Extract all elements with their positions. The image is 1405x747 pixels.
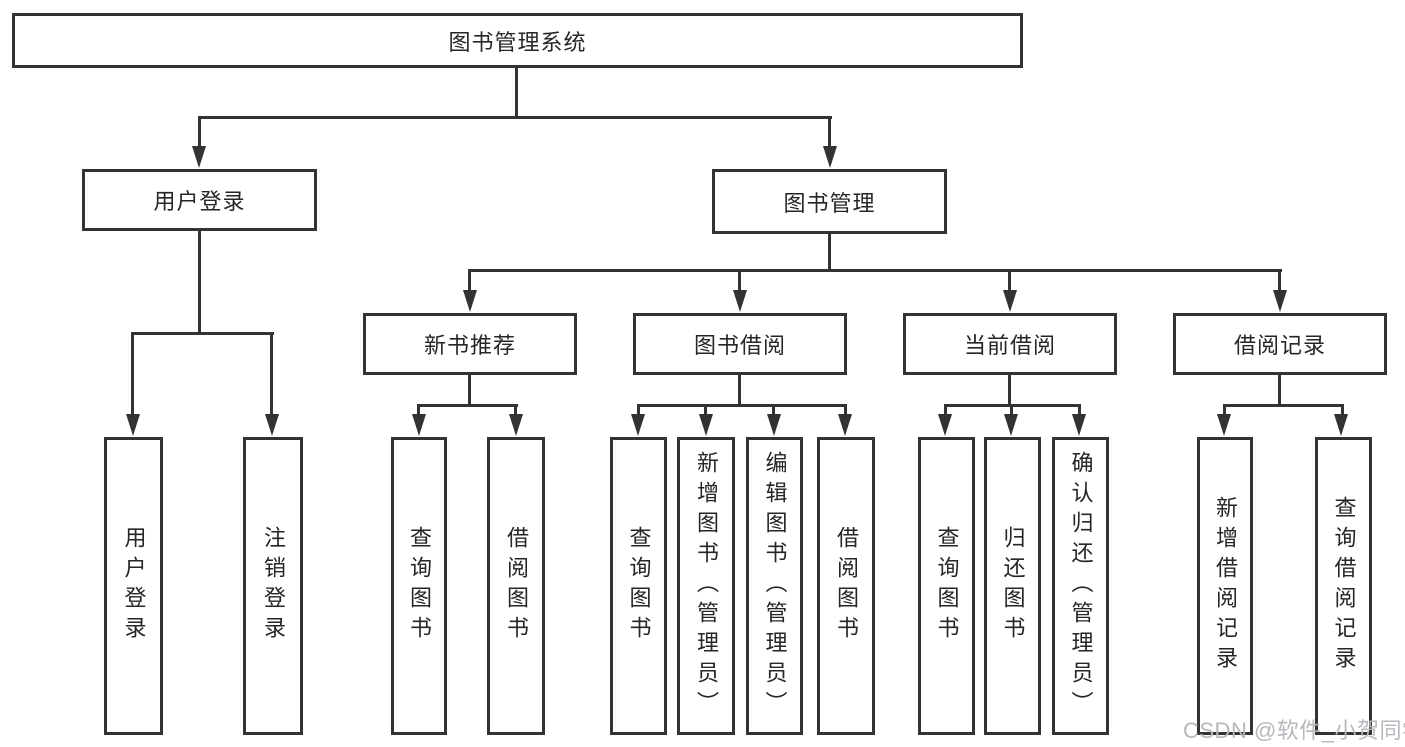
- connector-line: [417, 404, 420, 416]
- arrow-down-icon: [838, 414, 852, 436]
- connector-line: [1078, 404, 1081, 416]
- connector-line: [1010, 404, 1013, 416]
- node-library-management-system: 图书管理系统: [12, 13, 1023, 68]
- connector-line: [198, 229, 201, 335]
- connector-line: [637, 404, 640, 416]
- node-label: 确认归还（管理员）: [1068, 451, 1094, 721]
- leaf-confirm-return-admin: 确认归还（管理员）: [1052, 437, 1109, 735]
- node-current-borrowing: 当前借阅: [903, 313, 1117, 375]
- leaf-query-books-recommend: 查询图书: [391, 437, 447, 735]
- leaf-user-login: 用户登录: [104, 437, 163, 735]
- connector-line: [637, 404, 847, 407]
- arrow-down-icon: [1273, 290, 1287, 312]
- node-label: 归还图书: [1000, 526, 1026, 646]
- arrow-down-icon: [733, 290, 747, 312]
- node-label: 查询图书: [626, 526, 652, 646]
- arrow-down-icon: [699, 414, 713, 436]
- arrow-down-icon: [631, 414, 645, 436]
- arrow-down-icon: [126, 414, 140, 436]
- node-book-borrowing: 图书借阅: [633, 313, 847, 375]
- connector-line: [1008, 269, 1011, 295]
- node-label: 当前借阅: [963, 333, 1056, 358]
- node-label: 查询图书: [407, 526, 432, 646]
- node-label: 查询借阅记录: [1331, 496, 1357, 676]
- leaf-logout: 注销登录: [243, 437, 303, 735]
- connector-line: [1278, 269, 1281, 295]
- leaf-query-books-current: 查询图书: [918, 437, 975, 735]
- connector-line: [738, 269, 741, 295]
- leaf-edit-book-admin: 编辑图书（管理员）: [746, 437, 803, 735]
- leaf-return-books: 归还图书: [984, 437, 1041, 735]
- node-label: 新书推荐: [423, 333, 516, 358]
- node-label: 图书管理系统: [448, 29, 587, 55]
- node-label: 借阅记录: [1233, 333, 1326, 358]
- connector-line: [468, 269, 1282, 272]
- arrow-down-icon: [938, 414, 952, 436]
- node-user-login: 用户登录: [82, 169, 317, 231]
- node-label: 借阅图书: [504, 526, 529, 646]
- connector-line: [1223, 404, 1226, 416]
- node-label: 借阅图书: [834, 526, 859, 646]
- arrow-down-icon: [1334, 414, 1348, 436]
- arrow-down-icon: [192, 146, 206, 168]
- connector-line: [772, 404, 775, 416]
- connector-line: [131, 332, 274, 335]
- connector-line: [738, 375, 741, 406]
- connector-line: [270, 332, 273, 417]
- node-label: 用户登录: [153, 189, 246, 214]
- arrow-down-icon: [823, 146, 837, 168]
- connector-line: [515, 66, 518, 118]
- csdn-watermark: CSDN @软件_小贺同学: [1183, 718, 1405, 743]
- connector-line: [704, 404, 707, 416]
- connector-line: [828, 231, 831, 272]
- node-label: 编辑图书（管理员）: [762, 451, 788, 721]
- connector-line: [1223, 404, 1343, 407]
- leaf-query-borrow-record: 查询借阅记录: [1315, 437, 1372, 735]
- node-label: 图书借阅: [693, 333, 786, 358]
- connector-line: [514, 404, 517, 416]
- connector-line: [1008, 375, 1011, 406]
- connector-line: [417, 404, 518, 407]
- connector-line: [131, 332, 134, 417]
- connector-line: [844, 404, 847, 416]
- leaf-query-books-borrowing: 查询图书: [610, 437, 667, 735]
- node-label: 用户登录: [121, 526, 147, 646]
- arrow-down-icon: [463, 290, 477, 312]
- node-label: 注销登录: [261, 526, 286, 646]
- node-label: 查询图书: [934, 526, 960, 646]
- connector-line: [468, 269, 471, 295]
- arrow-down-icon: [1217, 414, 1231, 436]
- node-new-book-recommend: 新书推荐: [363, 313, 577, 375]
- connector-line: [198, 116, 201, 150]
- node-label: 新增图书（管理员）: [694, 451, 719, 721]
- leaf-borrow-books-recommend: 借阅图书: [487, 437, 545, 735]
- connector-line: [1341, 404, 1344, 416]
- node-borrowing-records: 借阅记录: [1173, 313, 1387, 375]
- node-book-management: 图书管理: [712, 169, 947, 234]
- arrow-down-icon: [1003, 290, 1017, 312]
- connector-line: [1278, 375, 1281, 406]
- arrow-down-icon: [509, 414, 523, 436]
- leaf-add-book-admin: 新增图书（管理员）: [677, 437, 735, 735]
- leaf-add-borrow-record: 新增借阅记录: [1197, 437, 1253, 735]
- arrow-down-icon: [412, 414, 426, 436]
- connector-line: [828, 116, 831, 150]
- arrow-down-icon: [265, 414, 279, 436]
- leaf-borrow-books-borrowing: 借阅图书: [817, 437, 875, 735]
- arrow-down-icon: [1004, 414, 1018, 436]
- arrow-down-icon: [1072, 414, 1086, 436]
- connector-line: [198, 116, 832, 119]
- connector-line: [944, 404, 947, 416]
- arrow-down-icon: [767, 414, 781, 436]
- node-label: 新增借阅记录: [1213, 496, 1238, 676]
- node-label: 图书管理: [783, 190, 876, 216]
- connector-line: [468, 375, 471, 406]
